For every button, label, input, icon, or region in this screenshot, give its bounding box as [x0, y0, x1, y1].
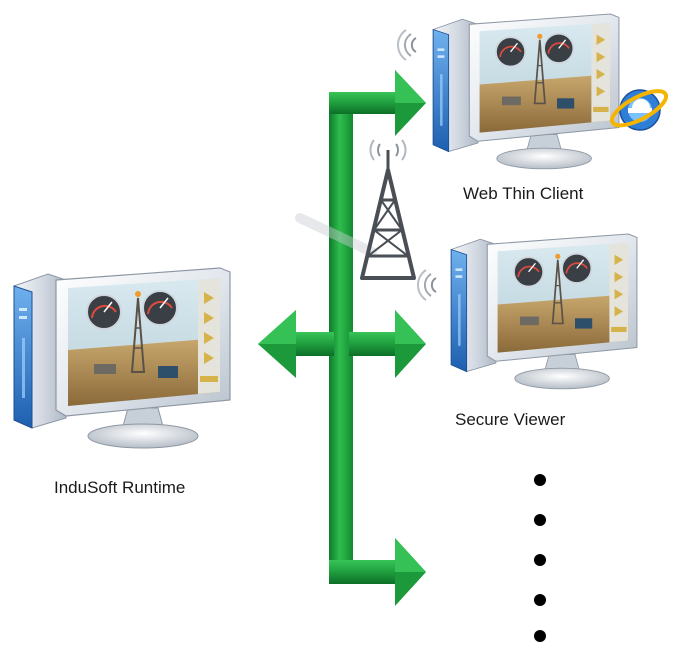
wireless-tower-icon: [295, 139, 416, 280]
arrow-to-more-clients: [329, 538, 426, 606]
ellipsis-dot: [534, 630, 546, 642]
server-computer-icon: [13, 267, 231, 449]
web-client-computer-icon: [432, 13, 620, 170]
server-label: InduSoft Runtime: [54, 478, 186, 497]
arrow-to-secure-viewer: [349, 310, 426, 378]
arrow-to-server: [258, 310, 334, 378]
ellipsis-dot: [534, 554, 546, 566]
data-bus: [258, 70, 426, 606]
ellipsis-dot: [534, 514, 546, 526]
secure-viewer-wifi-icon: [416, 269, 437, 301]
ellipsis-dot: [534, 474, 546, 486]
web-client-wifi-icon: [396, 29, 417, 61]
internet-explorer-icon: [610, 89, 669, 131]
web-client-label: Web Thin Client: [463, 184, 584, 203]
ellipsis-dot: [534, 594, 546, 606]
arrow-to-web-client: [329, 70, 426, 136]
secure-viewer-computer-icon: [450, 233, 638, 390]
secure-viewer-label: Secure Viewer: [455, 410, 566, 429]
